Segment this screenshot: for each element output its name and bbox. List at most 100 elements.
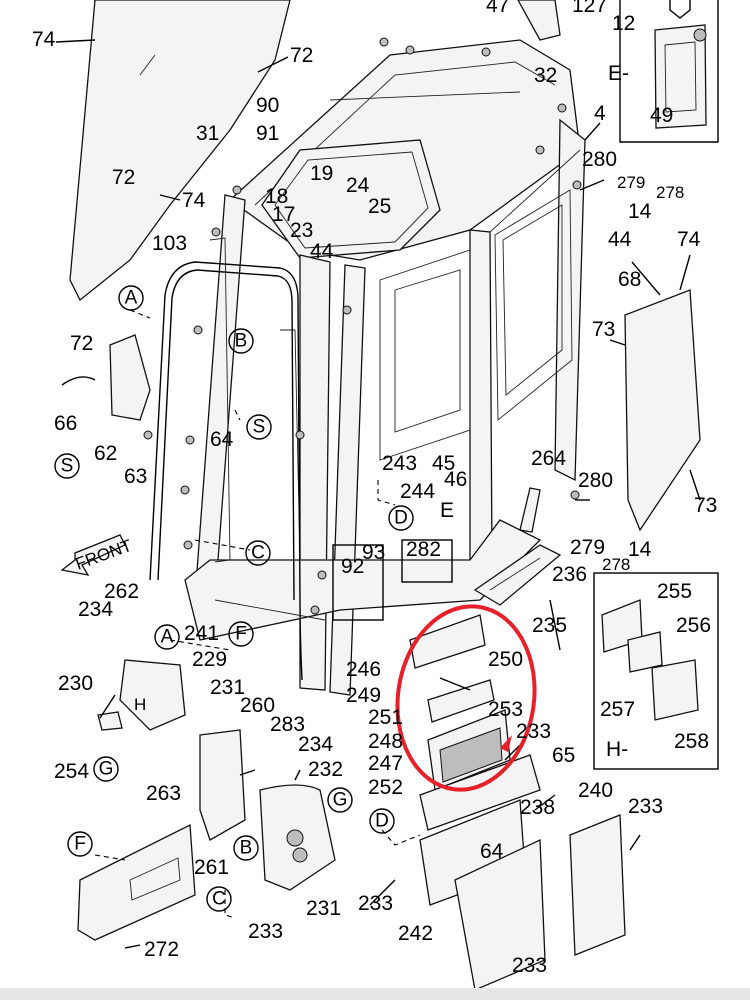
label-238: 238: [520, 796, 555, 819]
label-260: 260: [240, 694, 275, 717]
label-31: 31: [196, 122, 219, 145]
label-235: 235: [532, 614, 567, 637]
label-72: 72: [112, 166, 135, 189]
label-44: 44: [310, 240, 334, 263]
ref-B-1: B: [228, 328, 254, 354]
label-231: 231: [306, 897, 341, 920]
ref-B-2: B: [233, 835, 259, 861]
ref-F-1: F: [228, 621, 254, 647]
front-arrow: FRONT: [60, 534, 134, 576]
leader-lines: [55, 39, 701, 949]
label-47: 47: [486, 0, 509, 17]
label-74: 74: [32, 28, 56, 51]
svg-text:D: D: [394, 508, 408, 529]
label-280: 280: [582, 148, 617, 171]
label-74: 74: [182, 189, 206, 212]
ref-S-2: S: [54, 453, 80, 479]
label-234: 234: [78, 598, 113, 621]
door-part-47: [517, 0, 561, 41]
ref-F-2: F: [67, 831, 93, 857]
label-H-detail: H-: [606, 738, 628, 761]
label-242: 242: [398, 922, 433, 945]
svg-text:C: C: [212, 889, 226, 910]
label-257: 257: [600, 698, 635, 721]
label-66: 66: [54, 412, 77, 435]
label-72: 72: [70, 332, 93, 355]
label-12: 12: [612, 12, 635, 35]
label-90: 90: [256, 94, 279, 117]
label-264: 264: [531, 447, 566, 470]
label-250: 250: [488, 648, 523, 671]
svg-text:B: B: [235, 331, 248, 352]
highlight-ellipse: [395, 604, 537, 792]
label-68: 68: [618, 268, 641, 291]
label-248: 248: [368, 730, 403, 753]
label-233: 233: [516, 720, 551, 743]
label-14: 14: [628, 200, 652, 223]
label-65: 65: [552, 744, 575, 767]
highlight-arrow: [500, 735, 512, 752]
e-detail-box: [619, 0, 719, 143]
label-261: 261: [194, 856, 229, 879]
label-23: 23: [290, 219, 313, 242]
svg-text:G: G: [333, 790, 348, 811]
label-25: 25: [368, 195, 391, 218]
svg-text:F: F: [235, 624, 247, 645]
svg-text:S: S: [253, 417, 266, 438]
label-103: 103: [152, 232, 187, 255]
label-62: 62: [94, 442, 117, 465]
svg-text:F: F: [74, 834, 86, 855]
label-232: 232: [308, 758, 343, 781]
label-18: 18: [265, 185, 288, 208]
svg-text:A: A: [125, 288, 138, 309]
label-249: 249: [346, 684, 381, 707]
label-H-arrow: H: [134, 695, 146, 714]
label-279: 279: [570, 536, 605, 559]
label-243: 243: [382, 452, 417, 475]
bottom-scrollbar[interactable]: [0, 988, 750, 1000]
svg-text:B: B: [240, 838, 253, 859]
label-127: 127: [572, 0, 607, 17]
svg-text:A: A: [161, 627, 174, 648]
label-247: 247: [368, 752, 403, 775]
svg-text:D: D: [375, 811, 389, 832]
label-17: 17: [272, 203, 295, 226]
label-246: 246: [346, 658, 381, 681]
ref-C-1: C: [245, 540, 271, 566]
box-92-93: [332, 544, 384, 621]
label-46: 46: [444, 468, 467, 491]
label-E-arrow: E: [440, 499, 454, 522]
label-92: 92: [341, 555, 364, 578]
svg-text:G: G: [99, 759, 114, 780]
label-279: 279: [617, 173, 645, 192]
label-44: 44: [608, 228, 632, 251]
label-244: 244: [400, 480, 435, 503]
label-E-detail: E-: [608, 62, 629, 85]
label-280: 280: [578, 469, 613, 492]
label-64: 64: [480, 840, 504, 863]
label-233: 233: [512, 954, 547, 977]
label-93: 93: [362, 541, 385, 564]
ref-G-1: G: [93, 756, 119, 782]
label-230: 230: [58, 672, 93, 695]
label-63: 63: [124, 465, 147, 488]
label-32: 32: [534, 64, 557, 87]
circled-letters: A B S S C D A F G G B C D F: [54, 285, 414, 912]
label-263: 263: [146, 782, 181, 805]
part-labels: 74 72 72 72 74 31 90 91 103 47 127 12 49…: [32, 0, 717, 977]
label-14: 14: [628, 538, 652, 561]
label-253: 253: [488, 698, 523, 721]
label-262: 262: [104, 580, 139, 603]
cab-frame: [149, 37, 586, 696]
left-bracket-62: [61, 334, 153, 440]
label-91: 91: [256, 122, 279, 145]
label-258: 258: [674, 730, 709, 753]
label-251: 251: [368, 706, 403, 729]
ref-A-1: A: [118, 285, 144, 311]
svg-text:S: S: [61, 456, 74, 477]
label-282: 282: [406, 538, 441, 561]
label-233: 233: [358, 892, 393, 915]
label-4: 4: [594, 102, 606, 125]
label-234: 234: [298, 733, 333, 756]
label-73: 73: [694, 494, 717, 517]
